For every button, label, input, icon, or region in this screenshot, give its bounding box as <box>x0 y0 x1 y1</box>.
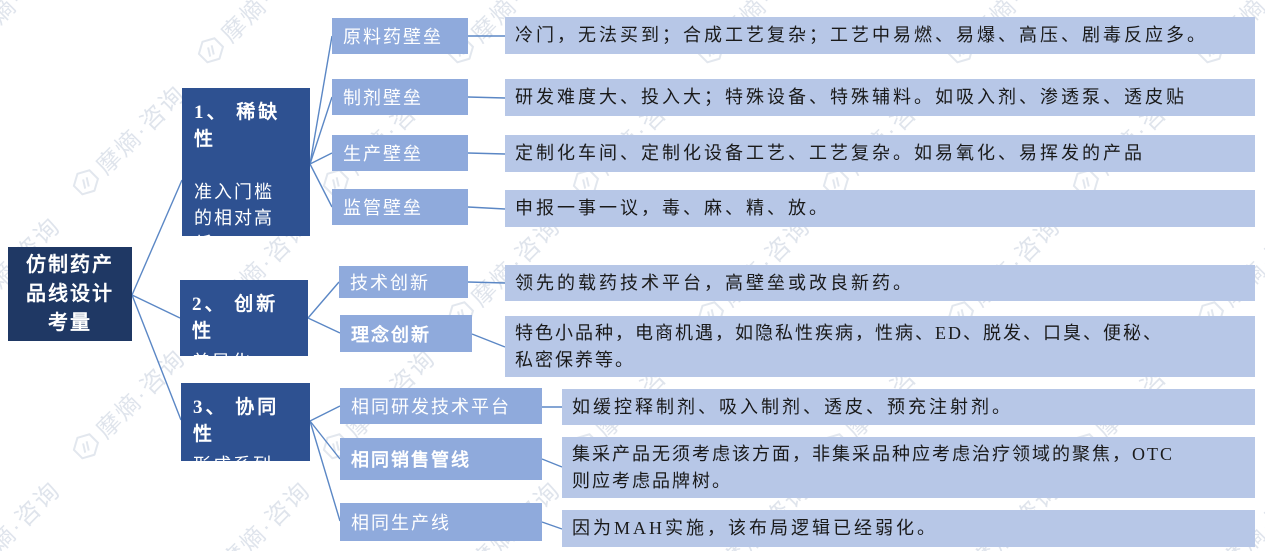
tech-innovation-label: 技术创新 <box>350 273 430 293</box>
branch-subtitle-scarcity: 准入门槛 的相对高 低 <box>194 182 274 254</box>
branch-node-synergy: 3、 协同性 形成系列 <box>181 383 310 475</box>
branch-title-scarcity: 1、 稀缺性 <box>194 102 281 150</box>
formulation-barrier-label: 制剂壁垒 <box>343 88 423 108</box>
raw-material-barrier-desc: 冷门，无法买到；合成工艺复杂；工艺中易燃、易爆、高压、剧毒反应多。 <box>505 17 1255 54</box>
same-sales-pipeline-desc: 集采产品无须考虑该方面，非集采品种应考虑治疗领域的聚焦，OTC 则应考虑品牌树。 <box>562 437 1255 498</box>
regulatory-barrier-desc: 申报一事一议，毒、麻、精、放。 <box>505 190 1255 227</box>
same-rd-platform-node: 相同研发技术平台 <box>340 388 542 424</box>
tech-innovation-node: 技术创新 <box>339 266 468 298</box>
concept-innovation-node: 理念创新 <box>340 315 472 352</box>
concept-innovation-label: 理念创新 <box>351 324 431 345</box>
formulation-barrier-node: 制剂壁垒 <box>332 79 468 115</box>
raw-material-barrier-node: 原料药壁垒 <box>332 18 468 54</box>
production-barrier-node: 生产壁垒 <box>332 135 468 171</box>
branch-title-synergy: 3、 协同性 <box>193 397 280 445</box>
regulatory-barrier-label: 监管壁垒 <box>343 198 423 218</box>
concept-innovation-desc: 特色小品种，电商机遇，如隐私性疾病，性病、ED、脱发、口臭、便秘、 私密保养等。 <box>505 316 1255 377</box>
same-sales-pipeline-node: 相同销售管线 <box>340 438 542 480</box>
same-sales-pipeline-label: 相同销售管线 <box>351 450 471 470</box>
same-rd-platform-desc: 如缓控释制剂、吸入制剂、透皮、预充注射剂。 <box>562 389 1255 425</box>
same-production-line-node: 相同生产线 <box>340 503 542 541</box>
branch-node-scarcity: 1、 稀缺性 准入门槛 的相对高 低 <box>182 88 310 254</box>
branch-node-innovation: 2、 创新性 差异化 <box>180 280 308 372</box>
raw-material-barrier-label: 原料药壁垒 <box>343 27 443 47</box>
formulation-barrier-desc: 研发难度大、投入大；特殊设备、特殊辅料。如吸入剂、渗透泵、透皮贴 <box>505 79 1255 116</box>
same-production-line-label: 相同生产线 <box>351 513 451 533</box>
branch-subtitle-synergy: 形成系列 <box>193 455 273 475</box>
tech-innovation-desc: 领先的载药技术平台，高壁垒或改良新药。 <box>505 265 1255 301</box>
same-production-line-desc: 因为MAH实施，该布局逻辑已经弱化。 <box>562 510 1255 547</box>
root-label: 仿制药产 品线设计 考量 <box>26 253 114 334</box>
same-rd-platform-label: 相同研发技术平台 <box>351 397 511 417</box>
production-barrier-desc: 定制化车间、定制化设备工艺、工艺复杂。如易氧化、易挥发的产品 <box>505 135 1255 172</box>
branch-subtitle-innovation: 差异化 <box>192 352 252 372</box>
production-barrier-label: 生产壁垒 <box>343 144 423 164</box>
branch-title-innovation: 2、 创新性 <box>192 294 279 342</box>
root-node: 仿制药产 品线设计 考量 <box>8 247 132 341</box>
regulatory-barrier-node: 监管壁垒 <box>332 189 468 225</box>
